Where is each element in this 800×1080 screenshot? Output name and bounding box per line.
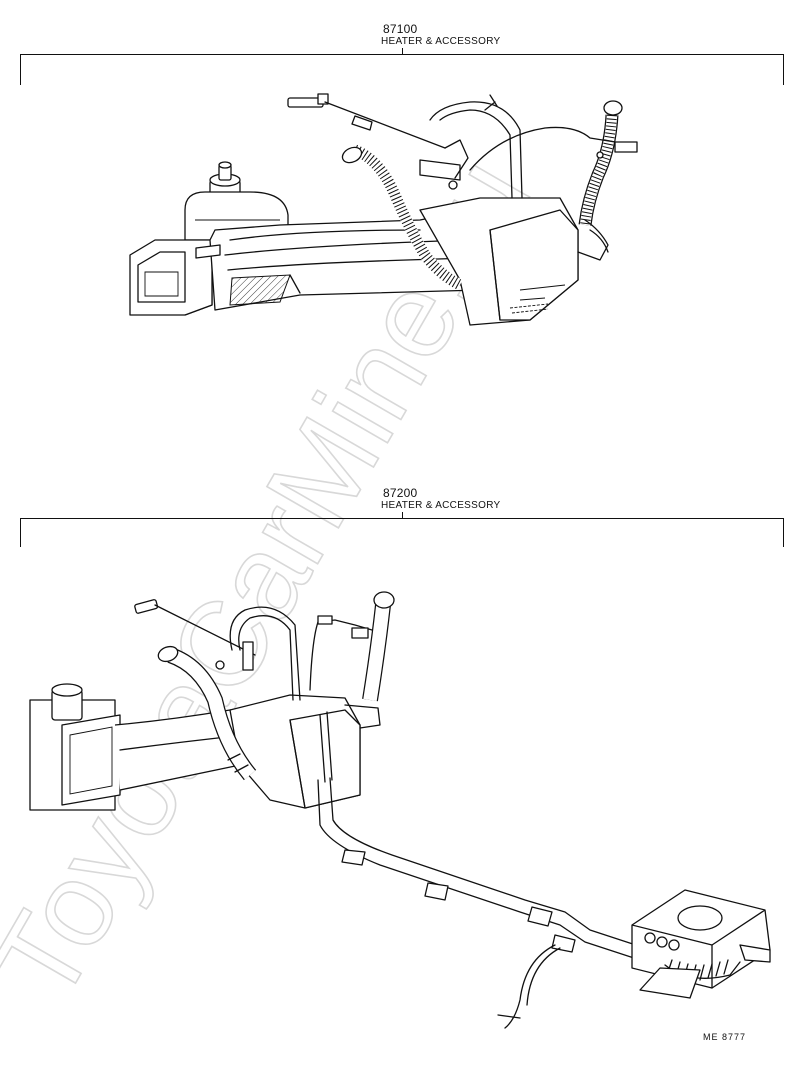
section-title-87100: HEATER & ACCESSORY bbox=[381, 36, 501, 47]
part-number-87100: 87100 bbox=[383, 22, 418, 36]
heater-diagram-87200 bbox=[0, 550, 800, 1030]
heater-diagram-87100 bbox=[0, 80, 800, 380]
duct-clamp bbox=[196, 245, 220, 258]
heater-unit bbox=[420, 198, 578, 325]
group-bracket-87100 bbox=[20, 54, 784, 85]
water-hose-outlet bbox=[370, 592, 394, 700]
bracket-tick bbox=[402, 48, 403, 54]
heater-duct bbox=[210, 208, 490, 310]
heater-unit bbox=[230, 695, 380, 808]
drain-hose bbox=[498, 945, 560, 1028]
group-bracket-87200 bbox=[20, 518, 784, 547]
drawing-code: ME 8777 bbox=[703, 1032, 747, 1042]
heater-control-cable bbox=[134, 599, 372, 700]
water-hose-inlet bbox=[340, 144, 460, 285]
part-number-87200: 87200 bbox=[383, 486, 418, 500]
heater-control-cable bbox=[288, 94, 637, 198]
water-hose-outlet bbox=[578, 101, 622, 260]
rear-heater-unit bbox=[632, 890, 770, 998]
rear-heater-pipes bbox=[318, 778, 645, 960]
section-title-87200: HEATER & ACCESSORY bbox=[381, 500, 501, 511]
bracket-tick bbox=[402, 512, 403, 518]
water-hose-inlet bbox=[156, 644, 250, 775]
